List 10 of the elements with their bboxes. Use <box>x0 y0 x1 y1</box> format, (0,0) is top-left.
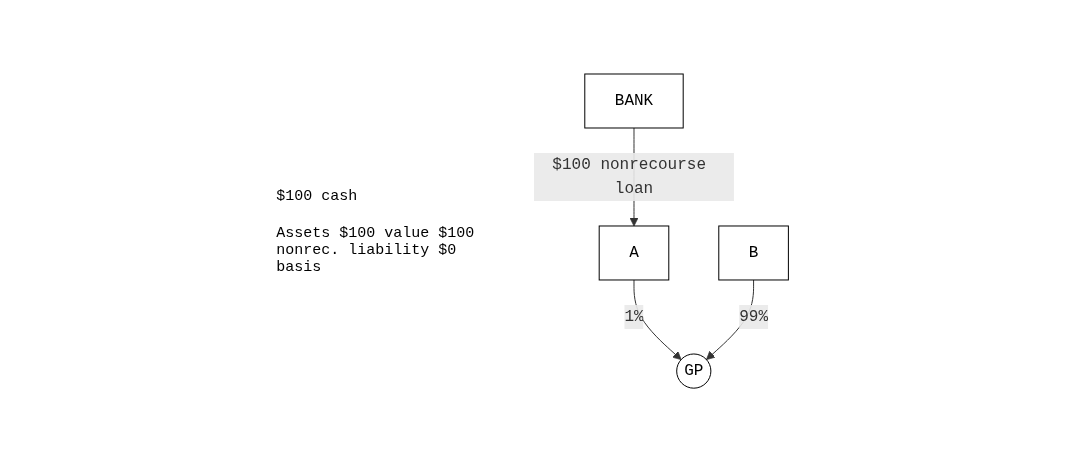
node-circle: GP <box>676 353 712 390</box>
edge-label: 99% <box>739 308 769 327</box>
arrow <box>633 279 682 361</box>
node-box: B <box>718 225 790 281</box>
note-label: $100 cash <box>276 187 359 205</box>
note-label: Assets $100 value $100 nonrec. liability $0 basis <box>276 224 476 276</box>
node-box: BANK <box>584 73 684 129</box>
edge-label: 1% <box>624 308 644 327</box>
edge-label: $100 nonrecourse loan <box>552 156 707 199</box>
node-box: A <box>599 225 670 281</box>
